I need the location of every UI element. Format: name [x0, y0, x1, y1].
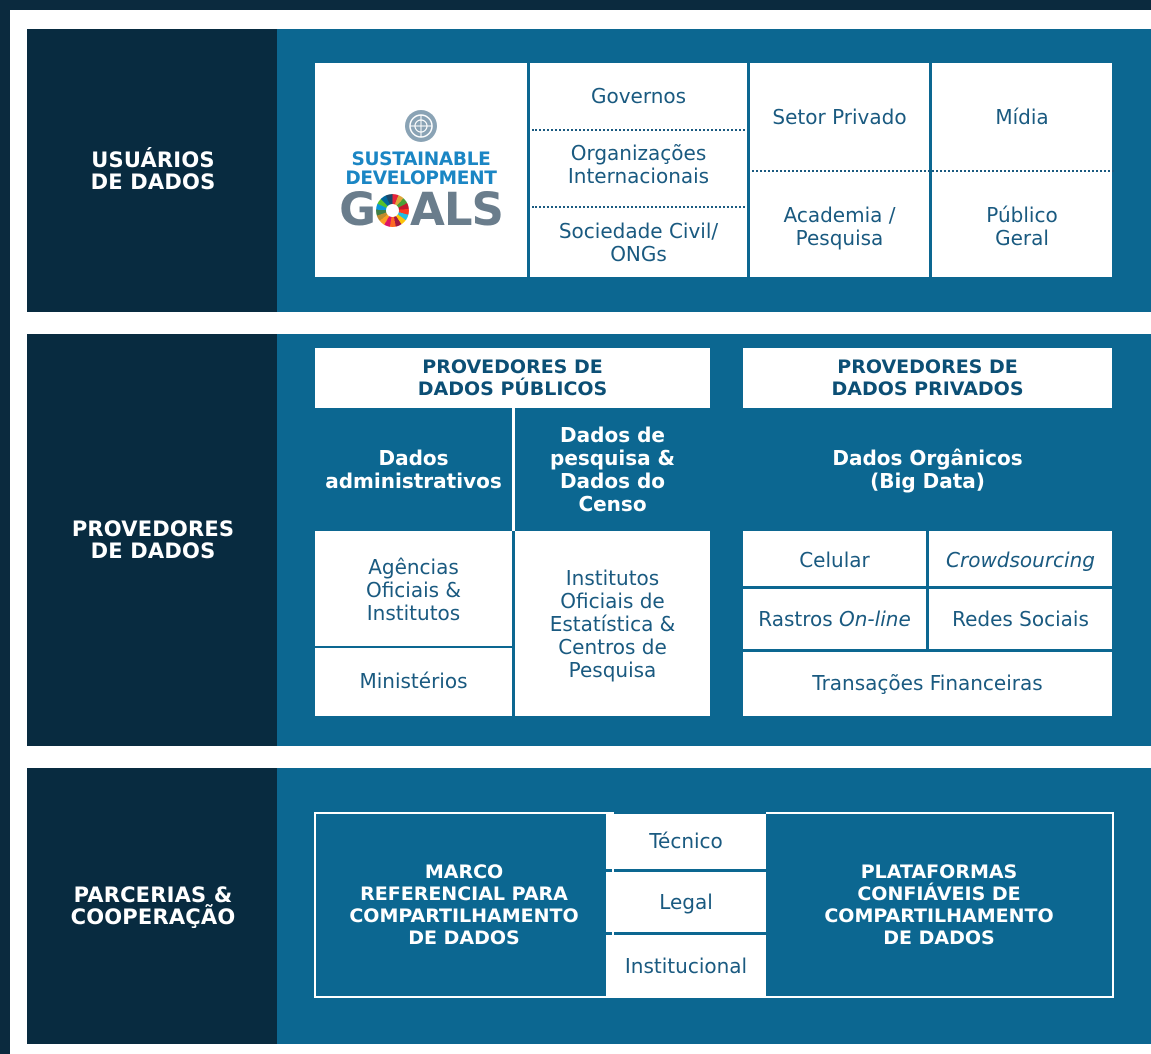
legal-box: Legal: [606, 872, 766, 932]
online-traces-prefix: Rastros: [758, 606, 840, 631]
section-data-providers: PROVEDORES DE DADOS PROVEDORES DE DADOS …: [27, 334, 1151, 746]
framework-box: MARCO REFERENCIAL PARA COMPARTILHAMENTO …: [314, 812, 614, 998]
ministries-box: Ministérios: [315, 648, 512, 714]
user-group-publico-geral: Público Geral: [932, 194, 1112, 260]
sdg-logo-box: SUSTAINABLE DEVELOPMENT G ALS: [315, 63, 527, 277]
cell-divider: [512, 531, 515, 716]
section-label-partnerships: PARCERIAS & COOPERAÇÃO: [70, 883, 236, 929]
public-providers-title: PROVEDORES DE DADOS PÚBLICOS: [315, 348, 710, 408]
sdg-logo-line2: DEVELOPMENT: [345, 168, 497, 189]
technical-box: Técnico: [606, 814, 766, 869]
user-group-sociedade-civil: Sociedade Civil/ ONGs: [530, 211, 747, 275]
user-group-midia: Mídia: [932, 87, 1112, 147]
dotted-divider: [532, 206, 745, 208]
user-group-setor-privado: Setor Privado: [750, 87, 929, 147]
platforms-box: PLATAFORMAS CONFIÁVEIS DE COMPARTILHAMEN…: [766, 812, 1114, 998]
organic-data-box: Dados Orgânicos (Big Data): [743, 408, 1112, 531]
section-label-users: USUÁRIOS DE DADOS: [90, 147, 216, 194]
dotted-divider: [532, 129, 745, 131]
section-label-panel: PROVEDORES DE DADOS: [27, 334, 277, 746]
institutional-box: Institucional: [606, 935, 766, 998]
un-emblem-icon: [404, 110, 437, 142]
sdg-logo: SUSTAINABLE DEVELOPMENT G ALS: [339, 108, 504, 236]
private-providers-title: PROVEDORES DE DADOS PRIVADOS: [743, 348, 1112, 408]
section-partnerships: PARCERIAS & COOPERAÇÃO MARCO REFERENCIAL…: [27, 768, 1151, 1044]
crowdsourcing-box: Crowdsourcing: [929, 534, 1112, 586]
financial-transactions-box: Transações Financeiras: [743, 652, 1112, 714]
section-label-providers: PROVEDORES DE DADOS: [71, 517, 235, 563]
sdg-logo-goals: G ALS: [339, 183, 504, 236]
cell-divider: [743, 649, 1112, 652]
sdg-wheel-icon: [376, 193, 409, 227]
statistics-institutes-box: Institutos Oficiais de Estatística & Cen…: [515, 534, 710, 714]
online-traces-italic: On-line: [839, 606, 911, 631]
user-group-organizacoes: Organizações Internacionais: [530, 133, 747, 197]
mobile-box: Celular: [743, 534, 926, 586]
online-traces-box: Rastros On-line: [743, 589, 926, 649]
agencies-box: Agências Oficiais & Institutos: [315, 534, 512, 646]
framework-label: MARCO REFERENCIAL PARA COMPARTILHAMENTO …: [349, 861, 579, 949]
dotted-divider: [752, 170, 1114, 172]
sdg-logo-line1: SUSTAINABLE: [351, 149, 491, 170]
platforms-label: PLATAFORMAS CONFIÁVEIS DE COMPARTILHAMEN…: [824, 861, 1054, 949]
social-networks-box: Redes Sociais: [929, 589, 1112, 649]
admin-data-box: Dados administrativos: [315, 408, 512, 531]
cell-divider: [315, 646, 512, 648]
section-label-panel: USUÁRIOS DE DADOS: [27, 29, 277, 312]
user-group-governos: Governos: [530, 73, 747, 119]
section-label-panel: PARCERIAS & COOPERAÇÃO: [27, 768, 277, 1044]
survey-census-box: Dados de pesquisa & Dados do Censo: [515, 408, 710, 531]
sdg-goals-rest: ALS: [410, 183, 504, 236]
section-data-users: USUÁRIOS DE DADOS SUSTAINABLE DEVELOPMEN…: [27, 29, 1151, 312]
cell-divider: [926, 531, 929, 652]
sdg-goals-g: G: [339, 183, 376, 236]
user-group-academia: Academia / Pesquisa: [750, 194, 929, 260]
